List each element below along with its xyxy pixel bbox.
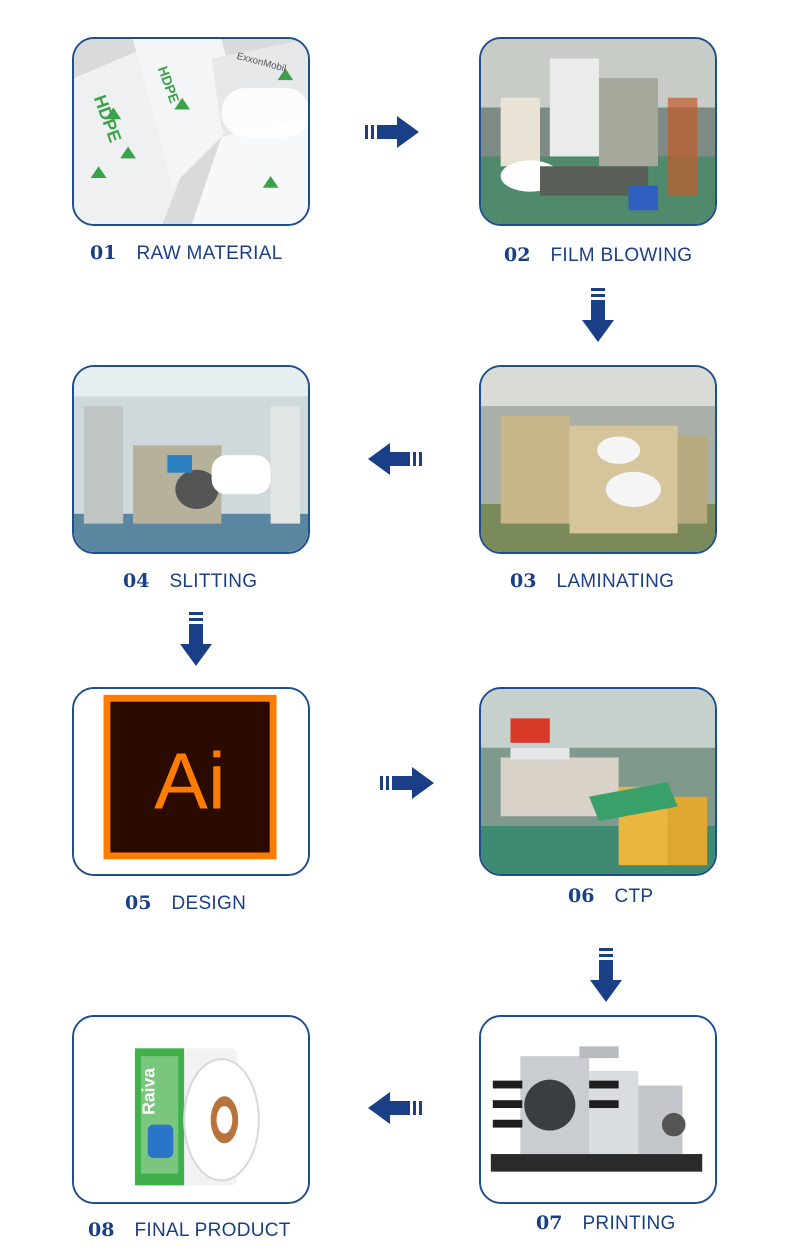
photo-printing bbox=[479, 1015, 717, 1204]
step-number: 07 bbox=[536, 1212, 563, 1234]
step-name: FILM BLOWING bbox=[550, 245, 693, 266]
step-label-02: 02 FILM BLOWING bbox=[504, 244, 692, 267]
step-name: SLITTING bbox=[169, 571, 258, 592]
roll-brand-text: Raiva bbox=[139, 1068, 159, 1115]
step-name: DESIGN bbox=[171, 893, 247, 914]
step-name: CTP bbox=[614, 886, 654, 907]
step-name: FINAL PRODUCT bbox=[134, 1220, 291, 1241]
illustrator-logo-text: Ai bbox=[154, 737, 226, 827]
step-name: PRINTING bbox=[582, 1213, 676, 1234]
step-number: 01 bbox=[90, 242, 117, 264]
photo-design: Ai bbox=[72, 687, 310, 876]
step-name: LAMINATING bbox=[556, 571, 675, 592]
step-number: 08 bbox=[88, 1219, 115, 1241]
step-label-06: 06 CTP bbox=[568, 885, 653, 908]
arrow-down-icon bbox=[590, 948, 622, 1002]
step-number: 03 bbox=[510, 570, 537, 592]
step-label-07: 07 PRINTING bbox=[536, 1212, 676, 1235]
step-label-04: 04 SLITTING bbox=[123, 570, 257, 593]
arrow-left-icon bbox=[368, 443, 422, 475]
step-label-01: 01 RAW MATERIAL bbox=[90, 242, 283, 265]
step-label-08: 08 FINAL PRODUCT bbox=[88, 1219, 291, 1242]
step-number: 02 bbox=[504, 244, 531, 266]
photo-laminating bbox=[479, 365, 717, 554]
photo-film-blowing bbox=[479, 37, 717, 226]
arrow-right-icon bbox=[365, 116, 419, 148]
step-label-03: 03 LAMINATING bbox=[510, 570, 674, 593]
arrow-down-icon bbox=[180, 612, 212, 666]
step-number: 05 bbox=[125, 892, 152, 914]
arrow-left-icon bbox=[368, 1092, 422, 1124]
step-name: RAW MATERIAL bbox=[136, 243, 283, 264]
photo-ctp bbox=[479, 687, 717, 876]
arrow-down-icon bbox=[582, 288, 614, 342]
photo-slitting bbox=[72, 365, 310, 554]
step-number: 04 bbox=[123, 570, 150, 592]
photo-raw-material: HDPE ExxonMobil HDPE bbox=[72, 37, 310, 226]
step-number: 06 bbox=[568, 885, 595, 907]
photo-final-product: Raiva bbox=[72, 1015, 310, 1204]
arrow-right-icon bbox=[380, 767, 434, 799]
step-label-05: 05 DESIGN bbox=[125, 892, 246, 915]
